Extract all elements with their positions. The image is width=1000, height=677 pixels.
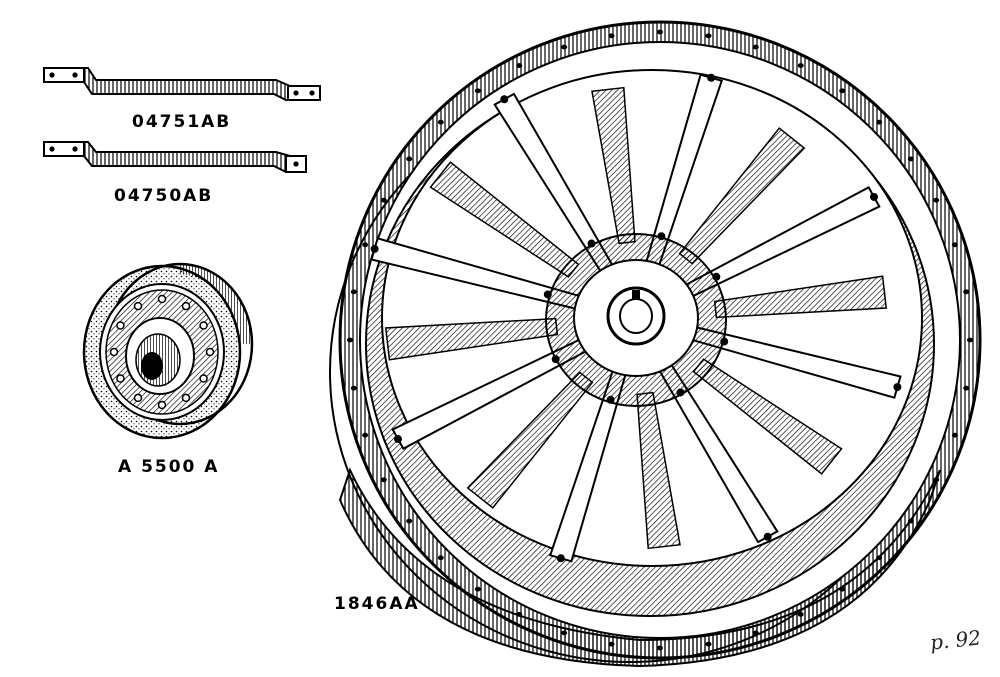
rim-bolt-hole xyxy=(516,63,523,68)
rim-bolt-hole xyxy=(705,33,712,39)
rim-bolt-hole xyxy=(907,156,914,162)
hub-bolt xyxy=(133,301,143,311)
rim-bolt-hole xyxy=(608,641,615,647)
rim-bolt-hole xyxy=(933,477,940,483)
rim-bolt-hole xyxy=(380,477,387,483)
hub-bolt xyxy=(116,374,125,383)
rim-bolt-hole xyxy=(876,119,883,125)
hub-bolt xyxy=(181,393,191,403)
label-04751ab: 04751AB xyxy=(132,112,232,132)
rim-bolt-hole xyxy=(474,586,481,592)
spoke-bolt xyxy=(556,554,565,563)
rim-bolt-hole xyxy=(657,29,663,35)
rim-bolt-hole xyxy=(907,518,914,524)
hub-bolt xyxy=(116,321,125,330)
rim-bolt-hole xyxy=(967,337,973,343)
rim-bolt-hole xyxy=(951,242,958,248)
spoke-bolt xyxy=(370,244,379,253)
spoke-bolt xyxy=(394,435,403,444)
rim-bolt-hole xyxy=(406,156,413,162)
spoke-bolt xyxy=(869,192,878,201)
rim-bolt-hole xyxy=(406,518,413,524)
hub-bolt xyxy=(181,301,191,311)
spoke-bolt xyxy=(707,73,716,82)
rim-bolt-hole xyxy=(705,641,712,647)
rim-bolt-hole xyxy=(797,63,804,68)
label-04750ab: 04750AB xyxy=(114,186,214,206)
rim-bolt-hole xyxy=(839,586,846,592)
strap-04751ab xyxy=(43,67,322,101)
label-1846aa: 1846AA xyxy=(334,594,420,614)
rim-bolt-hole xyxy=(362,432,369,438)
rim-bolt-hole xyxy=(350,385,357,391)
hub-bolt xyxy=(199,374,208,383)
spoke-bolt xyxy=(500,95,509,104)
rim-bolt-hole xyxy=(876,555,883,561)
hub-bolt xyxy=(199,321,208,330)
rim-bolt-hole xyxy=(752,630,759,636)
rim-bolt-hole xyxy=(951,432,958,438)
spoke-bolt xyxy=(893,383,902,392)
wheel-1846aa xyxy=(329,20,982,668)
rim-bolt-hole xyxy=(839,88,846,94)
rim-bolt-hole xyxy=(437,119,444,125)
spoke-bolt xyxy=(763,532,772,541)
rim-bolt-hole xyxy=(474,88,481,94)
rim-bolt-hole xyxy=(933,197,940,203)
rim-bolt-hole xyxy=(561,630,568,636)
rim-bolt-hole xyxy=(516,612,523,617)
hub-bolt xyxy=(109,347,119,357)
hub-bolt xyxy=(205,347,215,357)
hub-a5500a xyxy=(82,262,254,440)
hub-bolt xyxy=(157,400,167,410)
strap-04750ab xyxy=(43,141,307,173)
hub-bolt xyxy=(133,393,143,403)
rim-bolt-hole xyxy=(561,44,568,50)
rim-bolt-hole xyxy=(797,612,804,617)
label-a5500a: A 5500 A xyxy=(118,457,220,477)
rim-bolt-hole xyxy=(963,289,970,295)
rim-bolt-hole xyxy=(437,555,444,561)
rim-bolt-hole xyxy=(350,289,357,295)
rim-bolt-hole xyxy=(963,385,970,391)
rim-bolt-hole xyxy=(380,197,387,203)
hub-bolt xyxy=(157,294,167,304)
rim-bolt-hole xyxy=(657,645,663,651)
rim-bolt-hole xyxy=(347,337,353,343)
rim-bolt-hole xyxy=(752,44,759,50)
rim-bolt-hole xyxy=(608,33,615,39)
rim-bolt-hole xyxy=(362,242,369,248)
